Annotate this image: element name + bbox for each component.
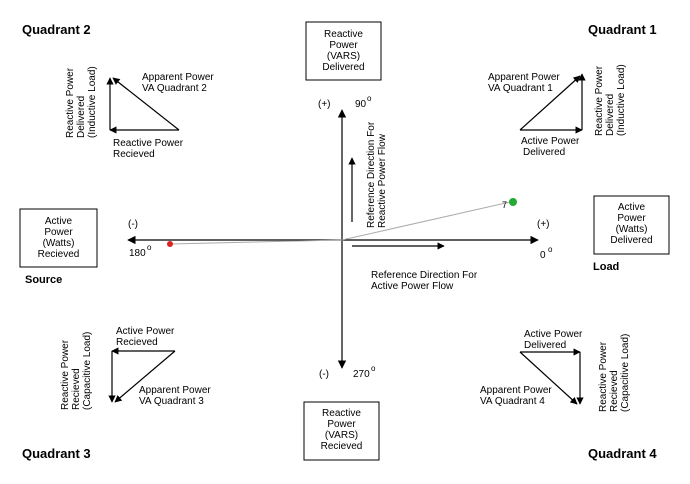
- deg-270-label: 270: [353, 369, 370, 380]
- box-line: Active: [45, 216, 73, 227]
- q4-reactive-text: Reactive Power Recieved (Capacitive Load…: [598, 334, 631, 412]
- box-line: Recieved: [321, 441, 363, 452]
- degree-mark: o: [371, 364, 376, 373]
- box-line: (Watts): [616, 224, 648, 235]
- q1-reactive-label: (Inductive Load): [616, 64, 627, 136]
- source-label: Source: [25, 274, 62, 286]
- q4-reactive-label: (Capacitive Load): [620, 334, 631, 412]
- box-line: (Watts): [43, 238, 75, 249]
- q4-apparent-label: Apparent Power: [480, 385, 552, 396]
- minus-left-label: (-): [128, 219, 138, 230]
- quadrant-3-triangle: [108, 347, 176, 403]
- q4-active-label: Delivered: [524, 340, 566, 351]
- q2-reactive-v-text: Reactive Power Delivered (Inductive Load…: [65, 66, 98, 138]
- q4-reactive-label: Recieved: [609, 370, 620, 412]
- q1-apparent-label: VA Quadrant 1: [488, 83, 553, 94]
- q3-reactive-label: Reactive Power: [60, 339, 71, 410]
- active-ref-line: Active Power Flow: [371, 281, 454, 292]
- q1-apparent-arrow: [519, 75, 581, 131]
- minus-bottom-label: (-): [319, 369, 329, 380]
- q2-reactive-v-label: Delivered: [76, 96, 87, 138]
- box-line: Delivered: [610, 235, 652, 246]
- box-line: Power: [617, 213, 646, 224]
- q3-active-label: Recieved: [116, 337, 158, 348]
- q1-reactive-label: Delivered: [605, 94, 616, 136]
- quadrant-2-label: Quadrant 2: [22, 22, 91, 37]
- box-line: (VARS): [325, 430, 358, 441]
- deg-180-label: 180: [129, 248, 146, 259]
- box-line: (VARS): [327, 51, 360, 62]
- quadrant-4-label: Quadrant 4: [588, 446, 657, 461]
- q3-reactive-label: (Capacitive Load): [82, 332, 93, 410]
- box-line: Power: [327, 419, 356, 430]
- degree-mark: o: [367, 94, 372, 103]
- green-phasor-label: 7: [502, 200, 507, 210]
- phasor-line-red: [169, 239, 343, 245]
- q2-reactive-v-label: Reactive Power: [65, 67, 76, 138]
- box-line: Reactive: [322, 408, 361, 419]
- q1-reactive-text: Reactive Power Delivered (Inductive Load…: [594, 64, 627, 136]
- deg-0-label: 0: [540, 250, 546, 261]
- q1-active-label: Delivered: [523, 147, 565, 158]
- q1-apparent-label: Apparent Power: [488, 72, 560, 83]
- box-line: Recieved: [38, 249, 80, 260]
- q4-active-label: Active Power: [524, 329, 583, 340]
- q2-reactive-v-label: (Inductive Load): [87, 66, 98, 138]
- box-line: Delivered: [322, 62, 364, 73]
- plus-top-label: (+): [318, 99, 331, 110]
- quadrant-2-triangle: [106, 77, 180, 134]
- q3-apparent-label: VA Quadrant 3: [139, 396, 204, 407]
- load-label: Load: [593, 261, 619, 273]
- box-line: Active: [618, 202, 646, 213]
- q3-reactive-text: Reactive Power Recieved (Capacitive Load…: [60, 332, 93, 410]
- q2-reactive-h-label: Reactive Power: [113, 138, 184, 149]
- q2-apparent-label: VA Quadrant 2: [142, 83, 207, 94]
- degree-mark: o: [548, 245, 553, 254]
- reactive-ref-line: Reactive Power Flow: [377, 133, 388, 228]
- q4-apparent-arrow: [519, 351, 578, 405]
- quadrant-3-label: Quadrant 3: [22, 446, 91, 461]
- q3-apparent-arrow: [114, 350, 176, 403]
- q2-apparent-arrow: [112, 77, 180, 131]
- q1-active-label: Active Power: [521, 136, 580, 147]
- red-phasor-marker: [167, 241, 173, 247]
- reactive-delivered-box: Reactive Power (VARS) Delivered: [305, 21, 382, 81]
- q3-apparent-label: Apparent Power: [139, 385, 211, 396]
- plus-right-label: (+): [537, 219, 550, 230]
- q3-reactive-label: Recieved: [71, 368, 82, 410]
- active-delivered-box: Active Power (Watts) Delivered: [593, 195, 670, 255]
- reactive-ref-line: Reference Direction For: [366, 121, 377, 228]
- q2-apparent-label: Apparent Power: [142, 72, 214, 83]
- quadrant-1-label: Quadrant 1: [588, 22, 657, 37]
- box-line: Reactive: [324, 29, 363, 40]
- q4-reactive-label: Reactive Power: [598, 341, 609, 412]
- green-phasor-marker: [509, 198, 517, 206]
- q3-active-label: Active Power: [116, 326, 175, 337]
- active-ref-line: Reference Direction For: [371, 270, 478, 281]
- box-line: Power: [329, 40, 358, 51]
- q4-apparent-label: VA Quadrant 4: [480, 396, 545, 407]
- reactive-recieved-box: Reactive Power (VARS) Recieved: [303, 401, 380, 461]
- quadrant-4-triangle: [519, 348, 584, 405]
- degree-mark: o: [147, 243, 152, 252]
- active-recieved-box: Active Power (Watts) Recieved: [19, 208, 98, 268]
- box-line: Power: [44, 227, 73, 238]
- quadrant-1-triangle: [519, 73, 586, 134]
- deg-90-label: 90: [355, 99, 367, 110]
- q1-reactive-label: Reactive Power: [594, 65, 605, 136]
- q2-reactive-h-label: Recieved: [113, 149, 155, 160]
- reactive-reference-text: Reference Direction For Reactive Power F…: [366, 121, 388, 228]
- phasor-line-green: [341, 201, 511, 241]
